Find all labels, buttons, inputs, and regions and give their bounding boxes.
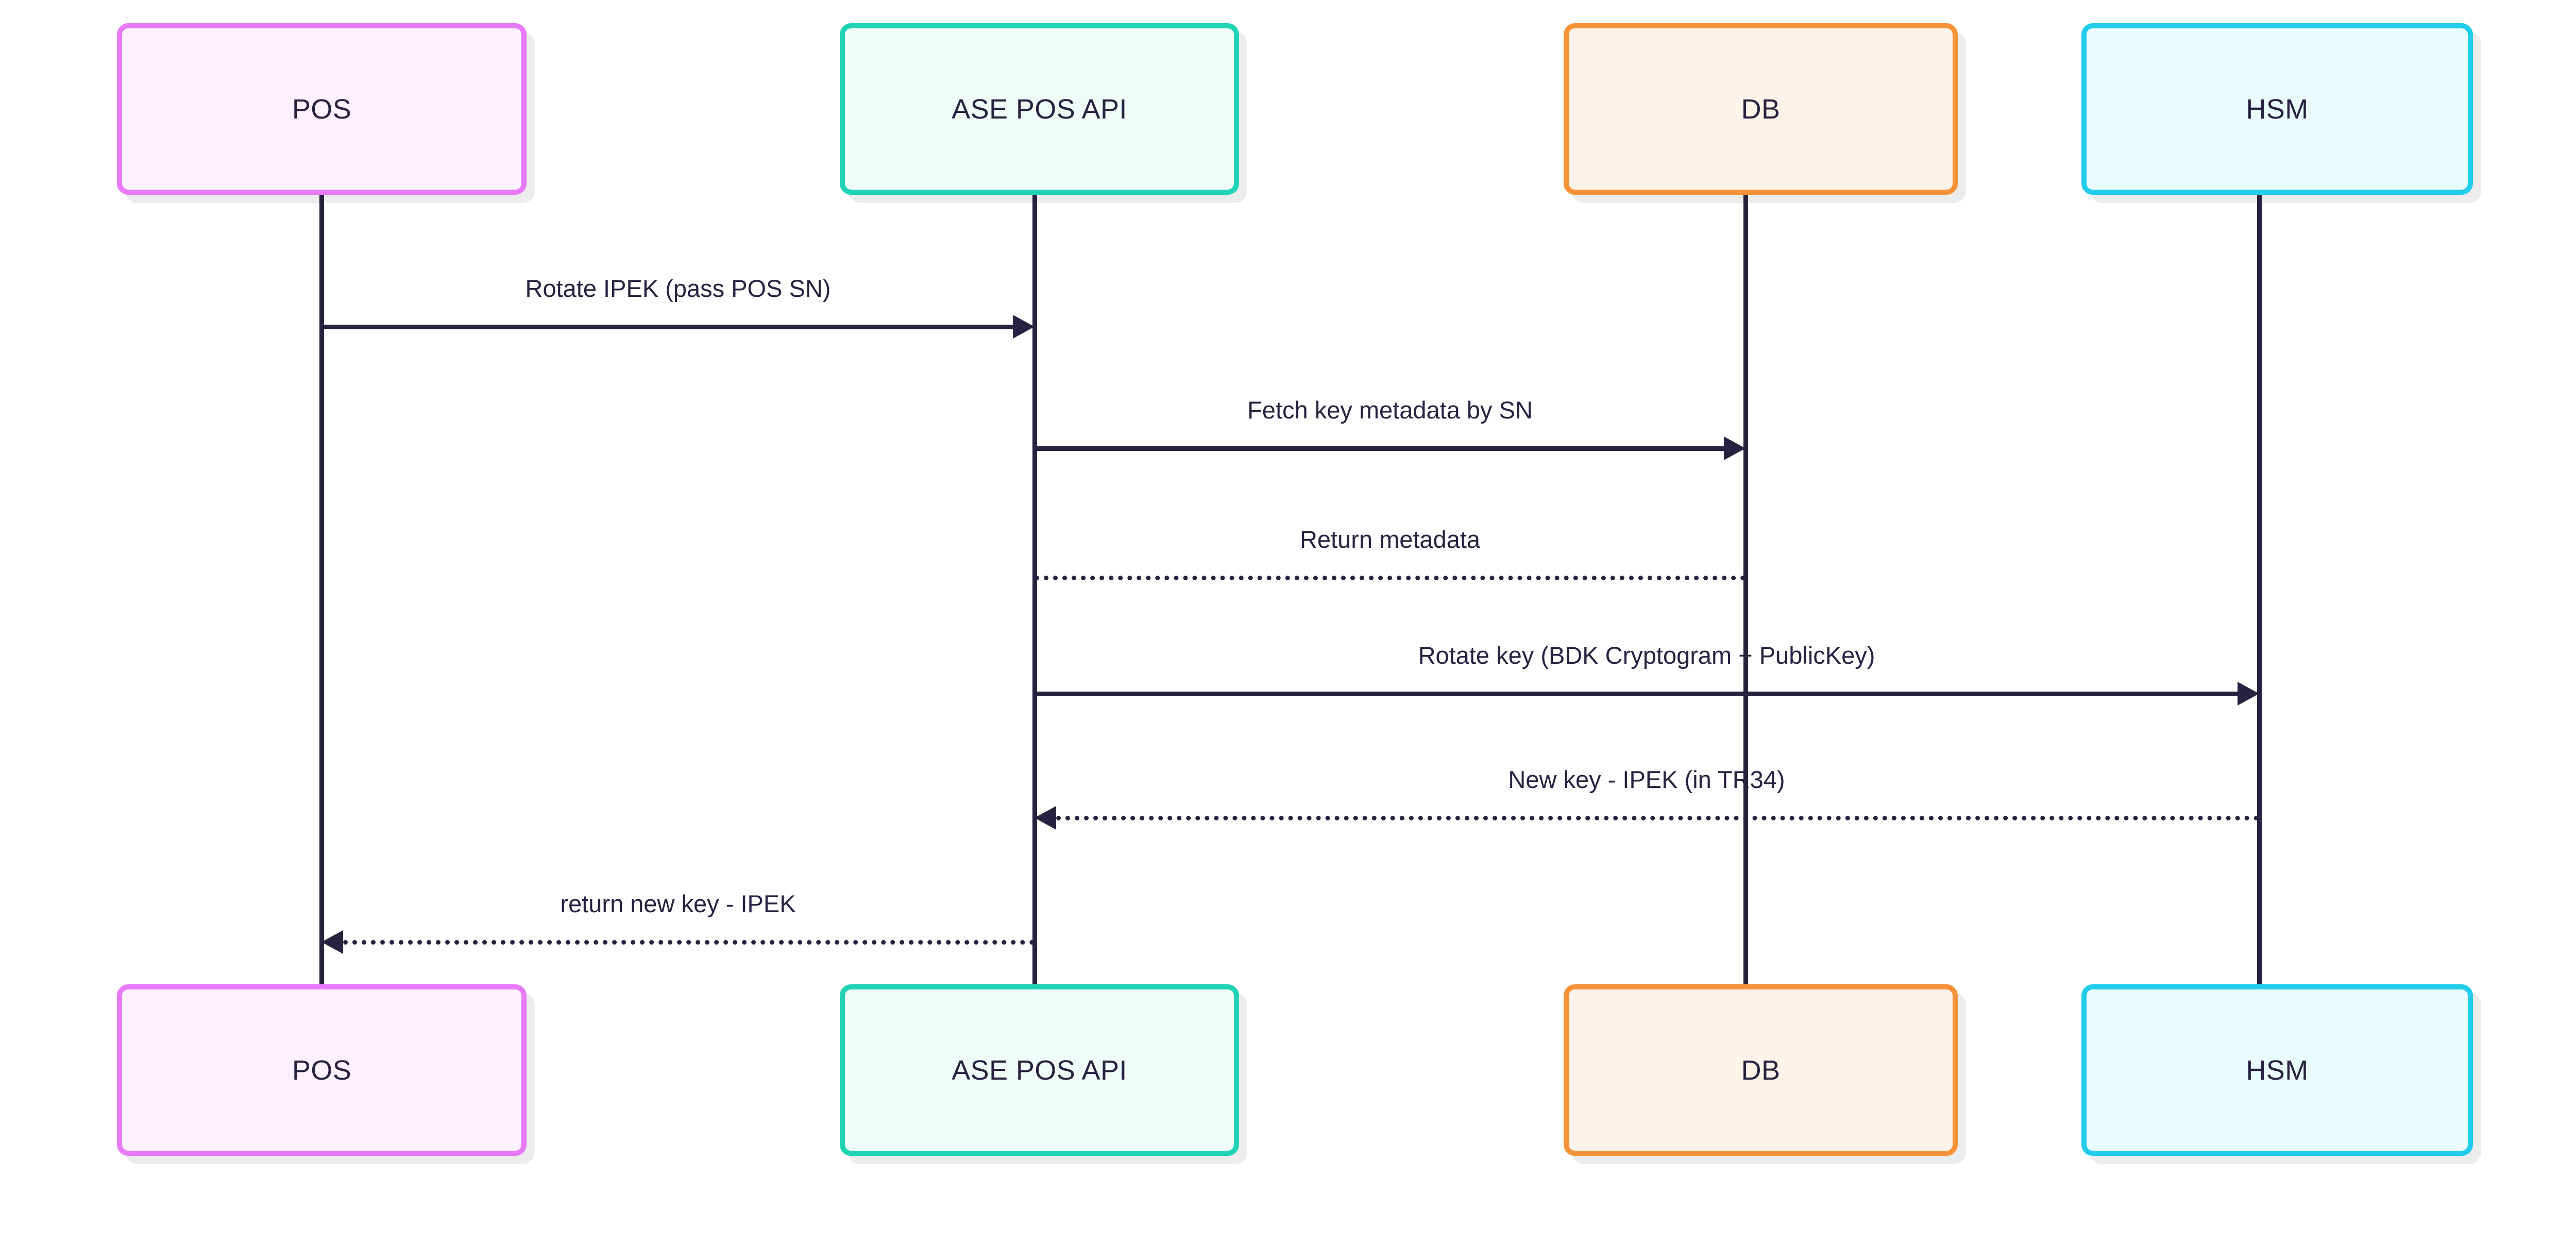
arrowhead-left-icon bbox=[1035, 806, 1056, 830]
lifeline-pos bbox=[319, 195, 324, 985]
participant-label-db: DB bbox=[1741, 93, 1781, 125]
participant-box-top-ase-pos-api[interactable]: ASE POS API bbox=[840, 23, 1239, 195]
participant-label-hsm-bottom: HSM bbox=[2246, 1054, 2309, 1086]
arrowhead-right-icon bbox=[1013, 315, 1035, 339]
participant-label-pos: POS bbox=[292, 93, 352, 125]
participant-box-top-db[interactable]: DB bbox=[1564, 23, 1958, 195]
participant-box-top-pos[interactable]: POS bbox=[117, 23, 527, 195]
participant-box-bottom-hsm[interactable]: HSM bbox=[2081, 984, 2473, 1156]
message-label: Rotate key (BDK Cryptogram + PublicKey) bbox=[1418, 642, 1875, 669]
participant-label-hsm: HSM bbox=[2246, 93, 2309, 125]
arrowhead-right-icon bbox=[1724, 436, 1745, 460]
lifeline-ase-pos-api bbox=[1032, 195, 1037, 985]
message-line bbox=[321, 325, 1013, 329]
participant-label-pos-bottom: POS bbox=[292, 1054, 352, 1086]
message-line bbox=[1056, 816, 2259, 820]
participant-box-bottom-ase-pos-api[interactable]: ASE POS API bbox=[840, 984, 1239, 1156]
lifeline-hsm bbox=[2257, 195, 2262, 985]
participant-box-bottom-db[interactable]: DB bbox=[1564, 984, 1958, 1156]
message-line bbox=[1035, 576, 1745, 580]
message-label: Return metadata bbox=[1299, 526, 1481, 553]
message-label: Rotate IPEK (pass POS SN) bbox=[525, 275, 831, 302]
participant-label-ase-pos-api-bottom: ASE POS API bbox=[952, 1054, 1127, 1086]
arrowhead-right-icon bbox=[2238, 682, 2259, 705]
participant-box-bottom-pos[interactable]: POS bbox=[117, 984, 527, 1156]
arrowhead-left-icon bbox=[321, 930, 343, 954]
participant-label-ase-pos-api: ASE POS API bbox=[952, 93, 1127, 125]
message-line bbox=[1035, 692, 2238, 696]
message-line bbox=[1035, 446, 1724, 451]
lifeline-db bbox=[1743, 195, 1748, 985]
participant-box-top-hsm[interactable]: HSM bbox=[2081, 23, 2473, 195]
participant-label-db-bottom: DB bbox=[1741, 1054, 1781, 1086]
message-label: New key - IPEK (in TR34) bbox=[1508, 766, 1785, 793]
message-line bbox=[343, 940, 1035, 945]
message-label: Fetch key metadata by SN bbox=[1247, 396, 1533, 424]
message-label: return new key - IPEK bbox=[560, 890, 796, 917]
